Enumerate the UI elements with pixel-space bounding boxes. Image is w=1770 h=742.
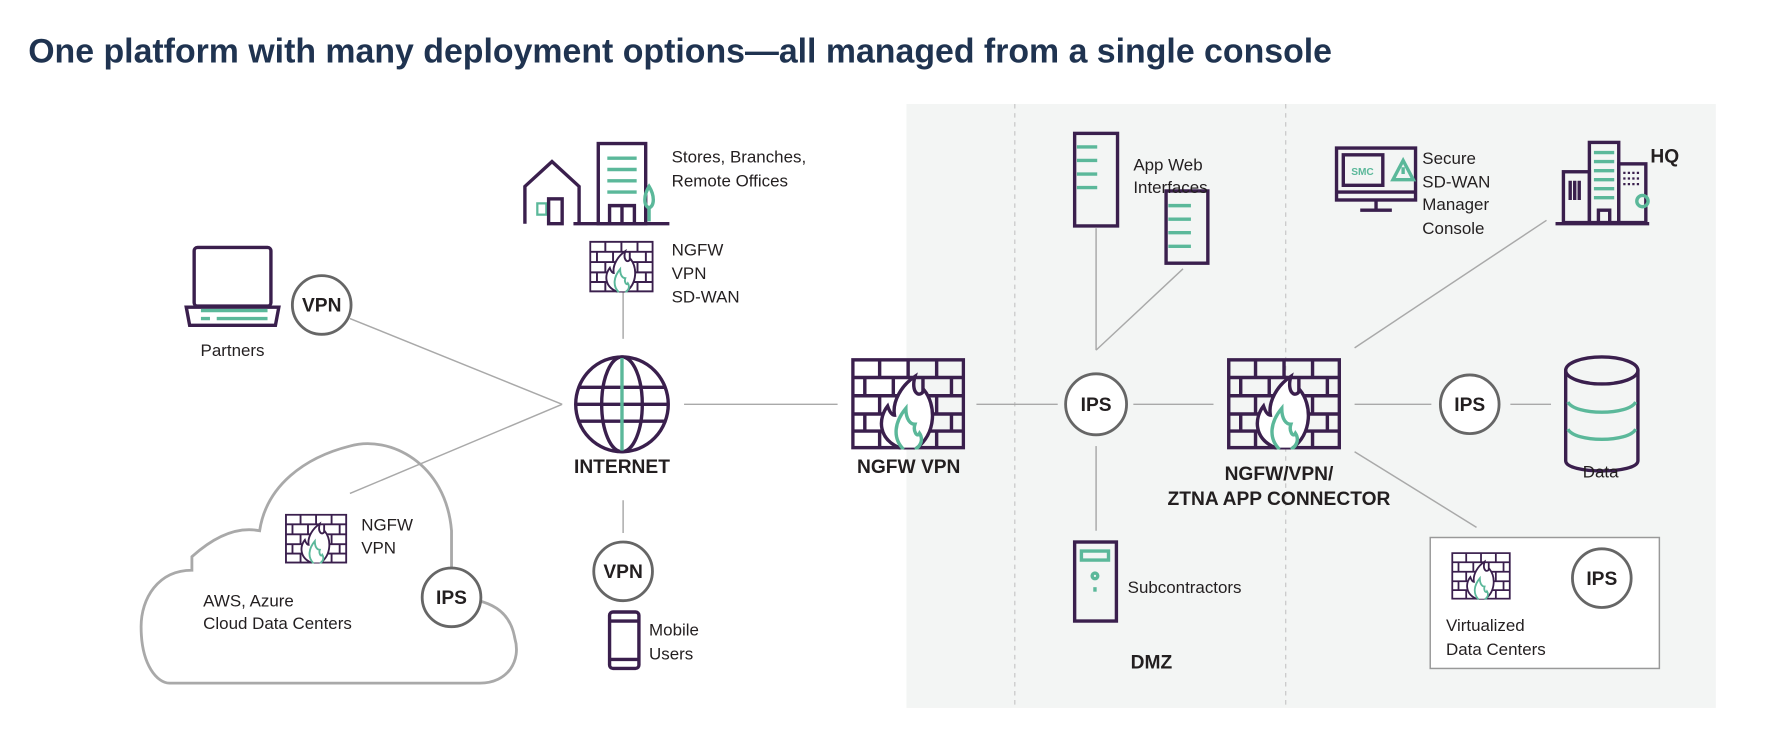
ips-badge-dmz-label: IPS xyxy=(1081,395,1112,416)
virtualized-label-2: Data Centers xyxy=(1446,640,1546,659)
branch-buildings-icon xyxy=(523,141,670,226)
hq-label: HQ xyxy=(1650,147,1679,168)
ips-badge-data xyxy=(1438,373,1501,436)
mobile-label-1: Mobile xyxy=(649,621,699,640)
smc-screen-label: SMC xyxy=(1351,167,1374,178)
dmz-label: DMZ xyxy=(1131,652,1173,673)
monitor-smc-icon xyxy=(1334,146,1418,212)
mobile-phone-icon xyxy=(607,610,641,671)
ngfw-vpn-label: NGFW VPN xyxy=(857,457,960,478)
branch-fw-line-2: VPN xyxy=(672,264,707,283)
cloud-label-1: AWS, Azure xyxy=(203,591,294,610)
firewall-icon-cloud xyxy=(285,513,348,564)
cloud-label-2: Cloud Data Centers xyxy=(203,614,352,633)
stores-label-1: Stores, Branches, xyxy=(672,148,807,167)
firewall-icon-branch xyxy=(589,240,654,293)
cloud-fw-line-2: VPN xyxy=(361,538,396,557)
vpn-badge-mobile xyxy=(592,540,654,603)
data-label: Data xyxy=(1583,463,1619,482)
database-icon xyxy=(1563,355,1640,473)
smc-label-3: Manager xyxy=(1422,195,1489,214)
stores-label-2: Remote Offices xyxy=(672,171,788,190)
connector-label-1: NGFW/VPN/ xyxy=(1225,464,1334,485)
vpn-badge-partners xyxy=(290,274,353,336)
smc-label-2: SD-WAN xyxy=(1422,173,1490,192)
ips-badge-cloud xyxy=(420,566,483,629)
cloud-fw-line-1: NGFW xyxy=(361,516,413,535)
hq-building-icon xyxy=(1555,140,1650,226)
globe-icon xyxy=(574,355,670,454)
virtualized-label-1: Virtualized xyxy=(1446,616,1525,635)
subcontractors-label: Subcontractors xyxy=(1128,578,1242,597)
ips-badge-cloud-label: IPS xyxy=(436,588,467,609)
smc-label-4: Console xyxy=(1422,219,1484,238)
internet-label: INTERNET xyxy=(574,457,670,478)
ips-badge-data-label: IPS xyxy=(1454,395,1485,416)
ips-badge-virtualized xyxy=(1571,547,1633,609)
connector-lines xyxy=(349,219,1552,533)
app-web-label-2: Interfaces xyxy=(1133,178,1207,197)
server-icon-subcontractors xyxy=(1072,540,1119,623)
vpn-badge-mobile-label: VPN xyxy=(603,562,642,583)
server-icon-app-web xyxy=(1072,131,1210,265)
ips-badge-virtualized-label: IPS xyxy=(1586,569,1617,590)
cloud-outline xyxy=(139,442,518,685)
connector-label-2: ZTNA APP CONNECTOR xyxy=(1168,489,1391,510)
branch-fw-line-1: NGFW xyxy=(672,240,724,259)
vpn-badge-partners-label: VPN xyxy=(302,296,341,317)
ips-badge-dmz xyxy=(1064,372,1128,437)
app-web-label-1: App Web xyxy=(1133,156,1202,175)
page-title: One platform with many deployment option… xyxy=(28,32,1332,70)
partners-label: Partners xyxy=(201,341,265,360)
laptop-icon xyxy=(184,245,281,327)
branch-fw-line-3: SD-WAN xyxy=(672,288,740,307)
smc-label-1: Secure xyxy=(1422,149,1476,168)
mobile-label-2: Users xyxy=(649,644,693,663)
